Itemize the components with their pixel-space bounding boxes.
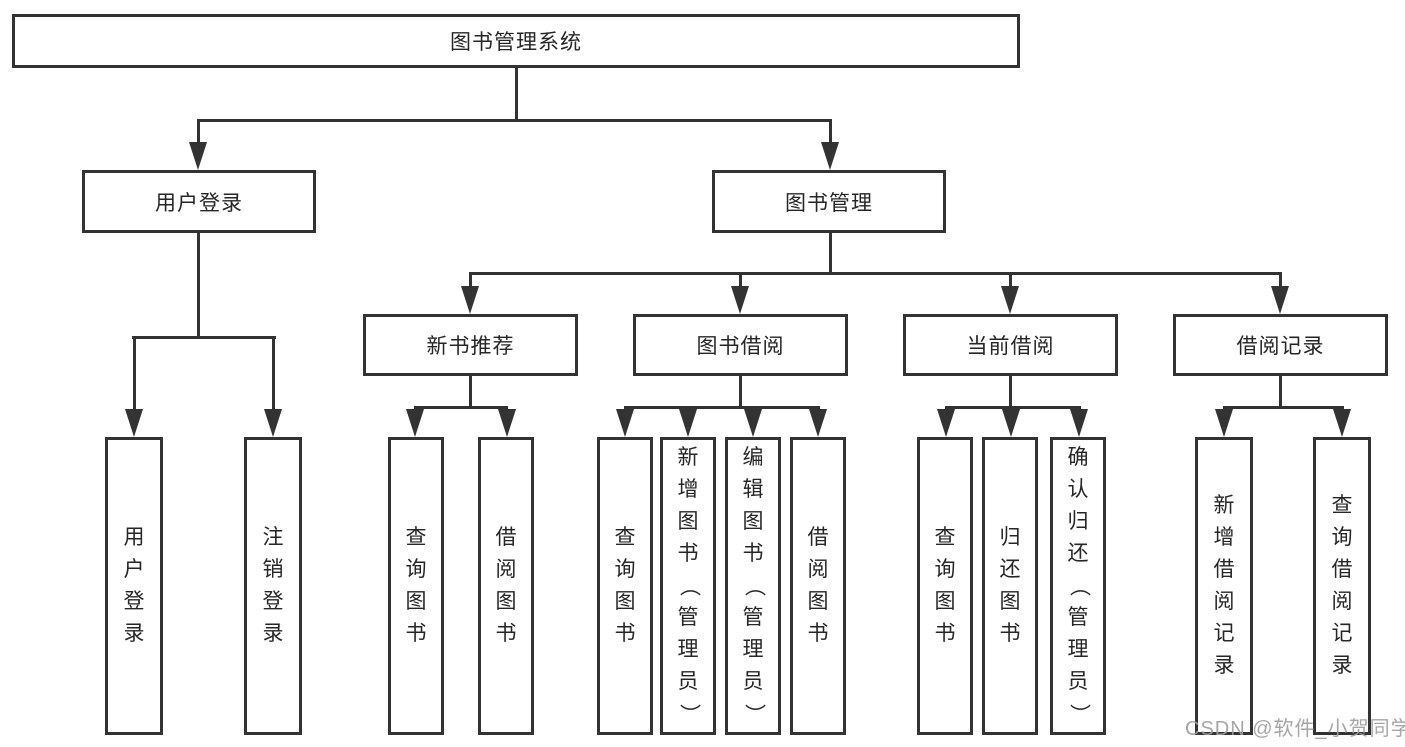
edge-current-borrow-rail <box>945 406 1081 409</box>
node-leaf-bb-add: 新增图书（管理员） <box>660 437 716 735</box>
arrowhead-br-query <box>1333 409 1351 437</box>
node-leaf-nbr-borrow-label: 借阅图书 <box>495 526 517 645</box>
edge-to-book-mgmt <box>829 119 832 146</box>
node-leaf-bb-edit: 编辑图书（管理员） <box>725 437 781 735</box>
node-book-borrow-label: 图书借阅 <box>696 335 785 358</box>
node-leaf-cb-return: 归还图书 <box>982 437 1038 735</box>
edge-borrow-record-stem <box>1279 376 1282 406</box>
node-leaf-bb-borrow: 借阅图书 <box>790 437 846 735</box>
edge-book-borrow-stem <box>739 376 742 406</box>
node-leaf-br-add: 新增借阅记录 <box>1195 437 1253 735</box>
node-leaf-user-login: 用户登录 <box>105 437 163 735</box>
edge-to-book-borrow <box>739 272 742 290</box>
node-leaf-cb-query-label: 查询图书 <box>934 526 956 645</box>
arrowhead-new-book-rec <box>461 286 479 314</box>
node-leaf-nbr-query-label: 查询图书 <box>405 526 427 645</box>
edge-book-borrow-rail <box>624 406 820 409</box>
node-leaf-nbr-borrow: 借阅图书 <box>478 437 534 735</box>
edge-to-user-login <box>197 119 200 146</box>
arrowhead-cb-query <box>937 409 955 437</box>
node-leaf-cb-confirm-label: 确认归还（管理员） <box>1067 446 1090 725</box>
edge-to-leaf-logout <box>272 336 275 414</box>
node-current-borrow: 当前借阅 <box>903 314 1118 376</box>
arrowhead-bb-edit <box>744 409 762 437</box>
arrowhead-bb-add <box>679 409 697 437</box>
arrowhead-user-login <box>189 142 207 170</box>
edge-to-current-borrow <box>1009 272 1012 290</box>
edge-book-mgmt-stem <box>829 233 832 272</box>
node-borrow-record-label: 借阅记录 <box>1236 335 1325 358</box>
arrowhead-borrow-record <box>1271 286 1289 314</box>
node-leaf-cb-query: 查询图书 <box>917 437 973 735</box>
node-leaf-bb-query-label: 查询图书 <box>614 526 636 645</box>
node-leaf-bb-borrow-label: 借阅图书 <box>807 526 829 645</box>
edge-user-login-rail <box>132 336 276 339</box>
arrowhead-book-mgmt <box>821 142 839 170</box>
arrowhead-cb-confirm <box>1070 409 1088 437</box>
edge-new-book-rec-rail <box>414 406 508 409</box>
edge-user-login-stem <box>197 233 200 336</box>
node-leaf-br-add-label: 新增借阅记录 <box>1213 494 1235 677</box>
arrowhead-br-add <box>1215 409 1233 437</box>
csdn-watermark: CSDN @软件_小贺同学 <box>1185 718 1405 740</box>
node-book-borrow: 图书借阅 <box>633 314 848 376</box>
node-root-label: 图书管理系统 <box>450 31 582 54</box>
node-book-mgmt-label: 图书管理 <box>785 191 873 215</box>
node-new-book-rec-label: 新书推荐 <box>426 335 515 358</box>
arrowhead-cb-return <box>1002 409 1020 437</box>
node-leaf-bb-query: 查询图书 <box>597 437 653 735</box>
arrowhead-bb-borrow <box>809 409 827 437</box>
node-leaf-br-query: 查询借阅记录 <box>1313 437 1371 735</box>
node-leaf-cb-return-label: 归还图书 <box>999 526 1021 645</box>
node-user-login: 用户登录 <box>82 170 316 233</box>
arrowhead-bb-query <box>616 409 634 437</box>
edge-to-borrow-record <box>1279 272 1282 290</box>
node-leaf-logout-label: 注销登录 <box>262 526 284 645</box>
edge-new-book-rec-stem <box>469 376 472 406</box>
node-new-book-rec: 新书推荐 <box>363 314 578 376</box>
node-user-login-label: 用户登录 <box>155 191 243 215</box>
node-leaf-bb-add-label: 新增图书（管理员） <box>677 446 700 725</box>
node-root: 图书管理系统 <box>12 14 1020 68</box>
node-leaf-cb-confirm: 确认归还（管理员） <box>1050 437 1106 735</box>
arrowhead-current-borrow <box>1001 286 1019 314</box>
node-book-mgmt: 图书管理 <box>712 170 946 233</box>
node-leaf-br-query-label: 查询借阅记录 <box>1331 494 1353 677</box>
edge-level3-rail <box>469 272 1282 275</box>
arrowhead-book-borrow <box>731 286 749 314</box>
arrowhead-nbr-borrow <box>498 409 516 437</box>
edge-current-borrow-stem <box>1009 376 1012 406</box>
node-leaf-bb-edit-label: 编辑图书（管理员） <box>742 446 765 725</box>
arrowhead-nbr-query <box>406 409 424 437</box>
arrowhead-leaf-user-login <box>125 409 143 437</box>
edge-borrow-record-rail <box>1223 406 1344 409</box>
arrowhead-leaf-logout <box>264 409 282 437</box>
node-leaf-logout: 注销登录 <box>244 437 302 735</box>
node-leaf-nbr-query: 查询图书 <box>388 437 444 735</box>
edge-level2-rail <box>197 119 831 122</box>
node-current-borrow-label: 当前借阅 <box>966 335 1055 358</box>
node-borrow-record: 借阅记录 <box>1173 314 1388 376</box>
edge-to-new-book-rec <box>469 272 472 290</box>
node-leaf-user-login-label: 用户登录 <box>123 526 145 645</box>
edge-to-leaf-user-login <box>133 336 136 414</box>
edge-root-stem <box>515 68 518 119</box>
